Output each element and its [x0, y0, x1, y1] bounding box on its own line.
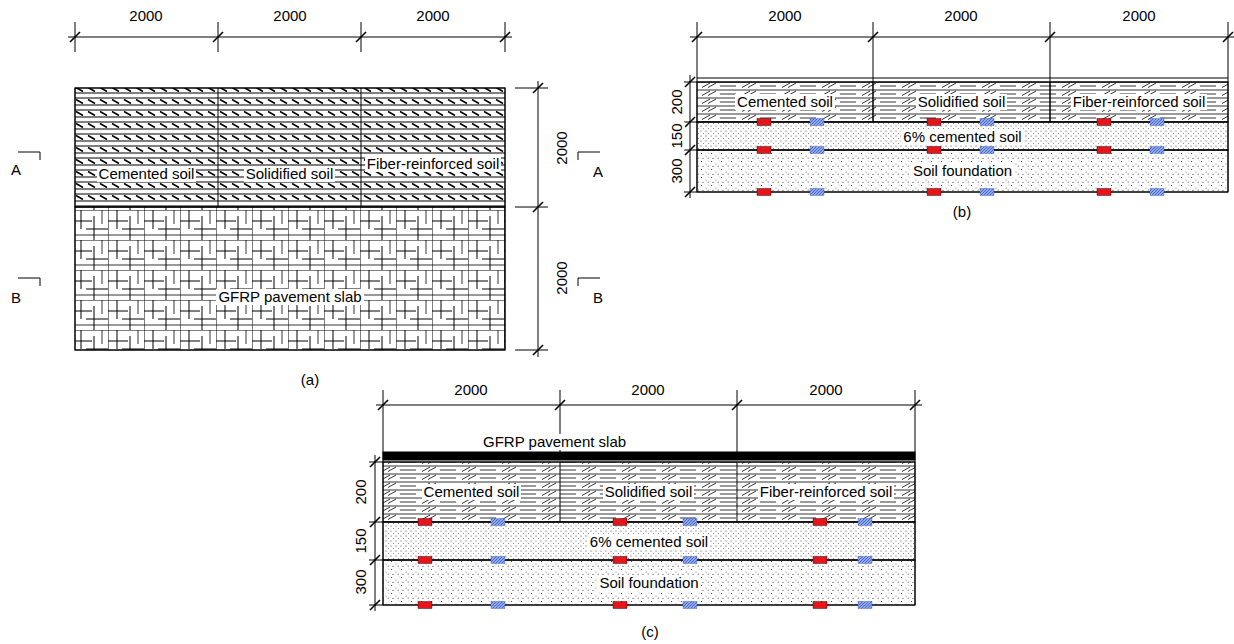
region-label: Fiber-reinforced soil: [758, 484, 895, 500]
panel-caption: (a): [300, 372, 320, 388]
material-region: Soil foundation: [383, 560, 915, 605]
dimension-label: 2000: [767, 8, 802, 24]
dimension-label: 2000: [453, 382, 488, 398]
material-region: Fiber-reinforced soil: [737, 462, 915, 522]
dimension-label: 200: [669, 88, 685, 115]
material-region: GFRP pavement slab: [383, 434, 915, 452]
material-region: GFRP pavement slab: [75, 207, 505, 350]
dimension-label: 300: [353, 568, 369, 595]
region-label: Soil foundation: [597, 575, 700, 591]
material-region: Fiber-reinforced soil: [361, 88, 505, 207]
dimension-label: 150: [669, 122, 685, 149]
region-label: 6% cemented soil: [901, 129, 1023, 145]
region-label: Solidified soil: [603, 484, 695, 500]
panel-caption: (c): [640, 624, 660, 640]
material-region: Solidified soil: [560, 462, 737, 522]
material-region: Solidified soil: [218, 88, 361, 207]
material-region: Cemented soil: [75, 88, 218, 207]
sensor-marks: [418, 119, 1164, 609]
section-marker: B: [10, 290, 22, 306]
dimension-label: 2000: [630, 382, 665, 398]
region-label: Cemented soil: [97, 166, 197, 182]
dimension-label: 2000: [554, 130, 570, 165]
region-label: 6% cemented soil: [588, 534, 710, 550]
dimension-label: 2000: [554, 260, 570, 295]
region-label: Solidified soil: [244, 166, 336, 182]
dimension-label: 2000: [943, 8, 978, 24]
dimension-label: 200: [353, 478, 369, 505]
region-label: Cemented soil: [422, 484, 522, 500]
region-label: GFRP pavement slab: [216, 289, 363, 305]
material-region: 6% cemented soil: [383, 522, 915, 560]
region-label: Soil foundation: [911, 163, 1014, 179]
region-label: Cemented soil: [735, 94, 835, 110]
dimension-label: 2000: [1121, 8, 1156, 24]
section-marker: A: [592, 164, 604, 180]
panel-caption: (b): [952, 204, 972, 220]
material-region: 6% cemented soil: [697, 122, 1228, 150]
material-region: Soil foundation: [697, 150, 1228, 192]
dimension-label: 150: [353, 527, 369, 554]
section-marker: A: [10, 162, 22, 178]
region-label: Solidified soil: [916, 94, 1008, 110]
dimension-label: 2000: [128, 8, 163, 24]
region-label: Fiber-reinforced soil: [1071, 94, 1208, 110]
dimension-label: 2000: [808, 382, 843, 398]
section-marker: B: [592, 290, 604, 306]
dimension-label: 300: [669, 157, 685, 184]
region-label: Fiber-reinforced soil: [365, 156, 502, 172]
material-region: Cemented soil: [383, 462, 560, 522]
dimension-label: 2000: [415, 8, 450, 24]
material-region: Fiber-reinforced soil: [1050, 82, 1228, 122]
material-region: Solidified soil: [873, 82, 1050, 122]
material-region: Cemented soil: [697, 82, 873, 122]
dimension-label: 2000: [272, 8, 307, 24]
region-label: GFRP pavement slab: [481, 434, 628, 450]
